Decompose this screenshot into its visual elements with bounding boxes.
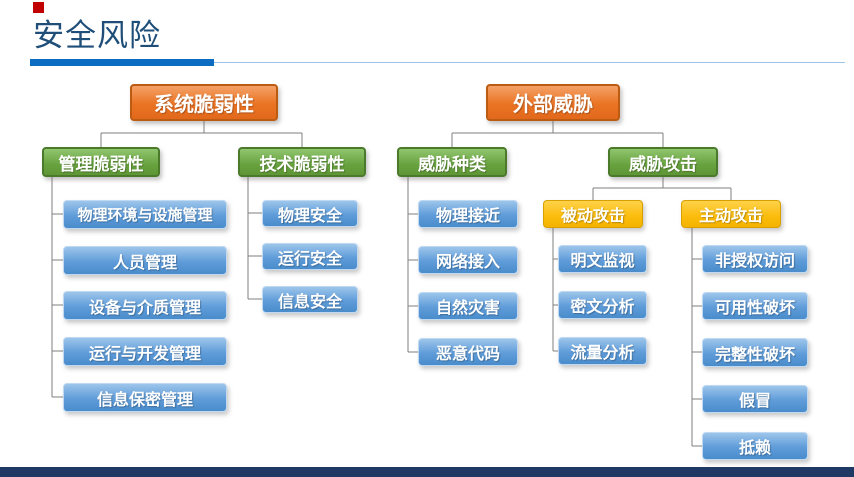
node-physical-security: 物理安全 — [262, 200, 358, 227]
node-network-access: 网络接入 — [418, 246, 518, 274]
node-ciphertext-analysis: 密文分析 — [558, 291, 647, 319]
node-technical-vulnerability: 技术脆弱性 — [238, 147, 366, 177]
title-underline-thin — [214, 62, 845, 63]
node-info-confidentiality-mgmt: 信息保密管理 — [63, 383, 227, 412]
title-underline-thick — [30, 59, 214, 66]
node-threat-attacks: 威胁攻击 — [608, 147, 718, 177]
node-plaintext-monitoring: 明文监视 — [558, 245, 647, 273]
node-traffic-analysis: 流量分析 — [558, 337, 647, 365]
node-system-vulnerability: 系统脆弱性 — [130, 84, 278, 121]
node-operation-dev-mgmt: 运行与开发管理 — [63, 337, 227, 366]
page-title: 安全风险 — [33, 18, 161, 54]
node-device-media-mgmt: 设备与介质管理 — [63, 291, 227, 320]
node-operation-security: 运行安全 — [262, 243, 358, 270]
node-threat-types: 威胁种类 — [397, 147, 507, 177]
node-availability-damage: 可用性破坏 — [702, 292, 808, 320]
node-active-attack: 主动攻击 — [681, 200, 781, 228]
node-integrity-damage: 完整性破坏 — [702, 338, 808, 367]
node-management-vulnerability: 管理脆弱性 — [42, 147, 160, 177]
footer-bar — [0, 467, 854, 477]
node-repudiation: 抵赖 — [702, 432, 808, 460]
node-physical-access: 物理接近 — [418, 200, 518, 228]
node-information-security: 信息安全 — [262, 286, 358, 313]
red-accent-square — [33, 2, 44, 13]
node-impersonation: 假冒 — [702, 385, 808, 413]
node-personnel-mgmt: 人员管理 — [63, 246, 227, 275]
node-physical-env-facility-mgmt: 物理环境与设施管理 — [63, 200, 227, 229]
node-natural-disaster: 自然灾害 — [418, 292, 518, 320]
node-unauthorized-access: 非授权访问 — [702, 245, 808, 273]
node-passive-attack: 被动攻击 — [543, 200, 643, 228]
node-external-threat: 外部威胁 — [486, 84, 620, 121]
node-malicious-code: 恶意代码 — [418, 338, 518, 366]
